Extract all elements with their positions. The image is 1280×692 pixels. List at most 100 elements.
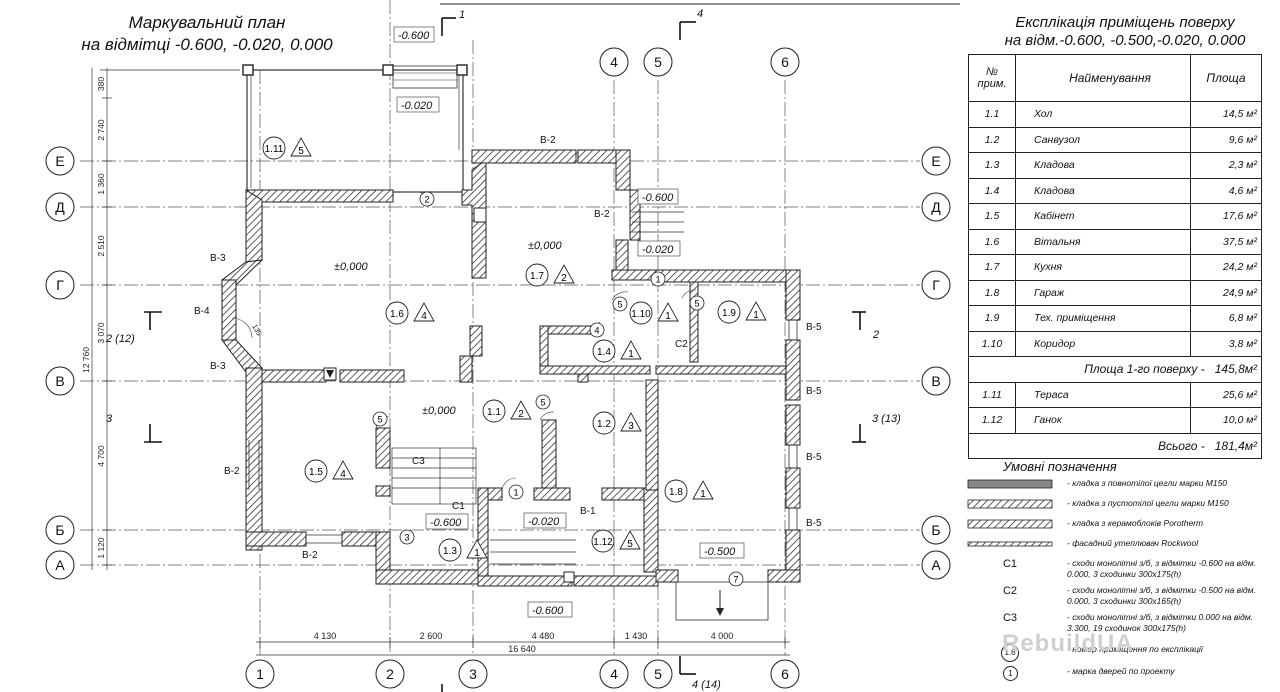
dim-bottom-2: 2 600 bbox=[420, 631, 443, 641]
axis-5-top: 5 bbox=[654, 54, 662, 70]
room-number: 1.1 bbox=[968, 101, 1016, 128]
section-3-left-label: 3 bbox=[106, 413, 113, 425]
level-box-porch bbox=[523, 512, 567, 529]
opening-b5-2: В-5 bbox=[806, 386, 822, 397]
explication-title: Експлікація приміщень поверху на відм.-0… bbox=[985, 14, 1265, 50]
door-mark: 4 bbox=[594, 326, 599, 336]
room-area: 3,8 м² bbox=[1190, 330, 1262, 357]
floor-plan-drawing: 4 130 2 600 4 480 1 430 4 000 16 640 380… bbox=[45, 0, 960, 692]
explication-title-line1: Експлікація приміщень поверху bbox=[1015, 14, 1235, 31]
room-circle bbox=[664, 479, 688, 503]
plan-title: Маркувальний план на відмітці -0.600, -0… bbox=[62, 12, 352, 56]
door-circle bbox=[535, 394, 551, 410]
room-circle bbox=[591, 529, 615, 553]
room-area: 24,2 м² bbox=[1190, 254, 1262, 281]
legend-title: Умовні позначення bbox=[1003, 459, 1117, 474]
room-number: 1.4 bbox=[968, 177, 1016, 204]
room-number: 1.11 bbox=[968, 381, 1016, 408]
room-area: 24,9 м² bbox=[1190, 279, 1262, 306]
level-box-garage bbox=[699, 542, 745, 559]
room-area: 4,6 м² bbox=[1190, 177, 1262, 204]
room-circle bbox=[304, 459, 328, 483]
legend-text: - марка дверей по проекту bbox=[1067, 666, 1175, 676]
windows bbox=[248, 152, 798, 544]
room-name: Кладова bbox=[1015, 177, 1191, 204]
room-area: 10,0 м² bbox=[1190, 407, 1262, 434]
legend-text: - кладка з повнотілої цегли марки М150 bbox=[1067, 478, 1228, 488]
garage-arrow-head bbox=[716, 608, 724, 616]
watermark: RebuildUA bbox=[1002, 630, 1134, 657]
room-id: 1.7 bbox=[530, 271, 544, 282]
finish-mark: 5 bbox=[627, 539, 633, 550]
finish-mark: 4 bbox=[421, 311, 427, 322]
legend-stair-symbol: С3 bbox=[1002, 612, 1018, 624]
section-4-top-label: 4 bbox=[697, 8, 703, 20]
axis-3-bottom: 3 bbox=[469, 666, 477, 682]
finish-triangle bbox=[620, 412, 642, 432]
finish-triangle bbox=[657, 302, 679, 322]
room-name: Санвузол bbox=[1015, 126, 1191, 153]
finish-triangle bbox=[745, 301, 767, 321]
room-area: 6,8 м² bbox=[1190, 305, 1262, 332]
floor-total-value: 145,8м² bbox=[1214, 362, 1257, 377]
door-circle bbox=[689, 295, 705, 311]
axis-D-right: Д bbox=[931, 199, 941, 215]
room-name: Тераса bbox=[1015, 381, 1191, 408]
legend-stair-symbol: С1 bbox=[1002, 558, 1018, 570]
level-garage: -0.500 bbox=[704, 546, 736, 558]
axis-A-left: А bbox=[55, 557, 65, 573]
room-name: Кухня bbox=[1015, 254, 1191, 281]
room-id: 1.4 bbox=[597, 347, 611, 358]
opening-b4: В-4 bbox=[194, 306, 210, 317]
room-number: 1.5 bbox=[968, 203, 1016, 230]
angle-label: 135 bbox=[250, 324, 262, 338]
room-name: Гараж bbox=[1015, 279, 1191, 306]
section-2-left-label: 2 (12) bbox=[105, 333, 135, 345]
room-name: Ганок bbox=[1015, 407, 1191, 434]
door-mark: 2 bbox=[424, 195, 429, 205]
room-area: 9,6 м² bbox=[1190, 126, 1262, 153]
level-stair-lower: -0.020 bbox=[642, 244, 674, 256]
room-area: 14,5 м² bbox=[1190, 101, 1262, 128]
finish-triangle bbox=[510, 400, 532, 420]
axis-E-left: Е bbox=[55, 153, 64, 169]
opening-b2-right: В-2 bbox=[594, 209, 610, 220]
axis-E-right: Е bbox=[931, 153, 940, 169]
grand-total-value: 181,4м² bbox=[1214, 438, 1257, 453]
axis-G-right: Г bbox=[932, 277, 940, 293]
finish-triangle bbox=[619, 530, 641, 550]
grand-total-cell: Всього - 181,4м² bbox=[968, 432, 1262, 459]
legend-text: - номер приміщення по експлікації bbox=[1067, 644, 1203, 654]
dim-bottom-5: 4 000 bbox=[711, 631, 734, 641]
axis-6-top: 6 bbox=[781, 54, 789, 70]
finish-mark: 1 bbox=[700, 489, 706, 500]
room-id: 1.6 bbox=[390, 309, 404, 320]
legend-swatch bbox=[965, 538, 1055, 552]
left-dim-chain bbox=[91, 68, 240, 570]
room-name: Кладова bbox=[1015, 152, 1191, 179]
plan-title-line2: на відмітці -0.600, -0.020, 0.000 bbox=[81, 35, 333, 54]
axis-6-bottom: 6 bbox=[781, 666, 789, 682]
garage-apron bbox=[675, 581, 769, 621]
legend-door-symbol: 1 bbox=[1003, 666, 1018, 681]
dim-bottom-4: 1 430 bbox=[625, 631, 648, 641]
level-terrace: -0.020 bbox=[401, 100, 433, 112]
opening-b1: В-1 bbox=[580, 506, 596, 517]
level-box-top bbox=[393, 26, 435, 43]
finish-mark: 1 bbox=[474, 548, 480, 559]
axis-1-bottom: 1 bbox=[256, 666, 264, 682]
axis-2-bottom: 2 bbox=[386, 666, 394, 682]
opening-b2-top: В-2 bbox=[540, 135, 556, 146]
section-4-bottom-label: 4 (14) bbox=[692, 679, 721, 691]
opening-b3-upper: В-3 bbox=[210, 253, 226, 264]
header-area: Площа bbox=[1190, 54, 1262, 102]
